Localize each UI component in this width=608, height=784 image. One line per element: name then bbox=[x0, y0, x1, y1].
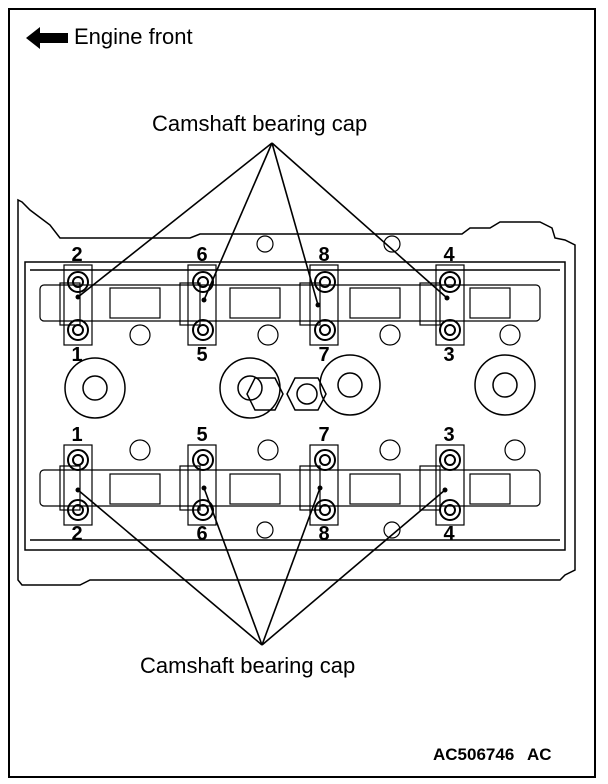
cylinder-head-outline bbox=[17, 198, 576, 586]
bolt-number: 7 bbox=[318, 344, 330, 366]
bolt-number: 6 bbox=[196, 523, 208, 545]
engine-front-arrow-icon bbox=[26, 27, 68, 49]
bolt-number: 3 bbox=[443, 424, 455, 446]
figure-id: AC506746 bbox=[433, 745, 515, 764]
figure-frame bbox=[8, 8, 596, 778]
bolt-number: 2 bbox=[71, 244, 83, 266]
bolt-number: 2 bbox=[71, 523, 83, 545]
bearing-caps bbox=[63, 264, 465, 526]
figure-id-suffix: AC bbox=[527, 745, 552, 764]
bolt-number: 6 bbox=[196, 244, 208, 266]
bolt-number: 4 bbox=[443, 523, 455, 545]
exhaust-camshaft bbox=[39, 465, 541, 511]
bolt-number: 8 bbox=[318, 244, 330, 266]
bolt-number: 1 bbox=[71, 424, 83, 446]
intake-camshaft bbox=[39, 282, 541, 326]
bolt-number: 7 bbox=[318, 424, 330, 446]
camshaft-bearing-cap-label-top: Camshaft bearing cap bbox=[152, 111, 368, 136]
bolt-number: 4 bbox=[443, 244, 455, 266]
bolt-number: 5 bbox=[196, 344, 208, 366]
spark-plug-bores bbox=[64, 354, 536, 419]
callout-leaders-top bbox=[77, 142, 448, 306]
engine-front-label: Engine front bbox=[74, 24, 193, 49]
cap-bolts bbox=[67, 271, 461, 521]
camshaft-fasteners bbox=[129, 235, 526, 539]
bolt-number: 3 bbox=[443, 344, 455, 366]
bolt-number: 5 bbox=[196, 424, 208, 446]
bolt-number: 1 bbox=[71, 344, 83, 366]
camshaft-bearing-cap-label-bottom: Camshaft bearing cap bbox=[140, 653, 356, 678]
callout-dots bbox=[75, 294, 450, 493]
bolt-number: 8 bbox=[318, 523, 330, 545]
callout-leaders-bottom bbox=[77, 487, 446, 646]
